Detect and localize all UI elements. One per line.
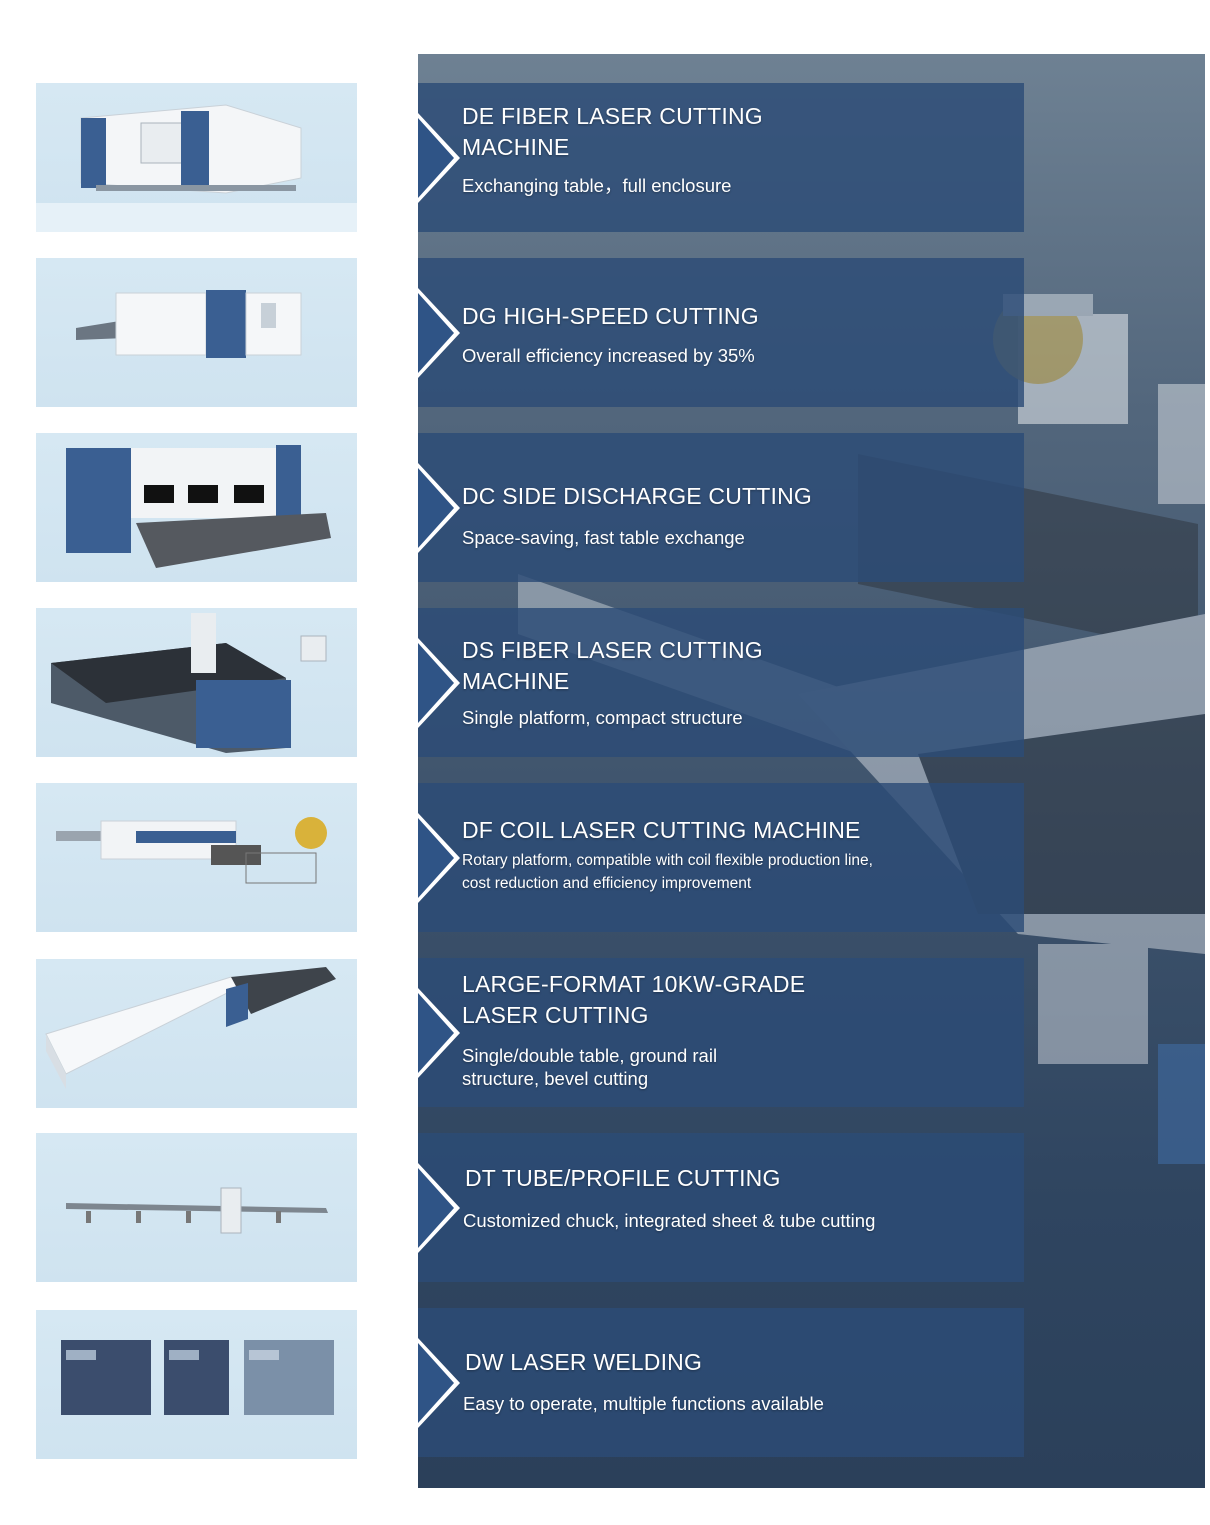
chevron-right-icon	[410, 463, 460, 553]
product-description: Single/double table, ground rail structu…	[462, 1045, 718, 1089]
product-title: DG HIGH-SPEED CUTTING	[462, 303, 759, 329]
product-card-dc: DC SIDE DISCHARGE CUTTING Space-saving, …	[410, 433, 1024, 582]
product-description: Single platform, compact structure	[462, 707, 743, 728]
product-title: DS FIBER LASER CUTTING MACHINE	[462, 637, 763, 694]
product-card-de: DE FIBER LASER CUTTING MACHINE Exchangin…	[410, 83, 1024, 232]
product-card-dw: DW LASER WELDING Easy to operate, multip…	[410, 1308, 1024, 1457]
product-card-large-format: LARGE-FORMAT 10KW-GRADE LASER CUTTING Si…	[410, 958, 1024, 1107]
product-title: DE FIBER LASER CUTTING MACHINE	[462, 103, 763, 160]
product-description: Easy to operate, multiple functions avai…	[463, 1393, 824, 1414]
product-image-dg-high-speed	[36, 258, 357, 407]
chevron-right-icon	[410, 1338, 460, 1428]
product-title: LARGE-FORMAT 10KW-GRADE LASER CUTTING	[462, 971, 806, 1028]
product-description: Space-saving, fast table exchange	[462, 527, 745, 548]
product-image-dw-laser-welding	[36, 1310, 357, 1459]
chevron-right-icon	[410, 638, 460, 728]
chevron-right-icon	[410, 813, 460, 903]
product-card-df: DF COIL LASER CUTTING MACHINE Rotary pla…	[410, 783, 1024, 932]
product-card-ds: DS FIBER LASER CUTTING MACHINE Single pl…	[410, 608, 1024, 757]
chevron-right-icon	[410, 1163, 460, 1253]
product-description: Overall efficiency increased by 35%	[462, 345, 755, 366]
product-image-dt-tube-profile	[36, 1133, 357, 1282]
product-image-df-coil-laser	[36, 783, 357, 932]
product-title: DW LASER WELDING	[465, 1349, 703, 1375]
product-image-large-format-10kw	[36, 959, 357, 1108]
product-title: DF COIL LASER CUTTING MACHINE	[462, 817, 861, 843]
product-description: Customized chuck, integrated sheet & tub…	[463, 1210, 876, 1231]
product-image-ds-fiber-laser	[36, 608, 357, 757]
chevron-right-icon	[410, 288, 460, 378]
product-image-dc-side-discharge	[36, 433, 357, 582]
product-title: DT TUBE/PROFILE CUTTING	[465, 1165, 781, 1191]
product-card-dt: DT TUBE/PROFILE CUTTING Customized chuck…	[410, 1133, 1024, 1282]
product-title: DC SIDE DISCHARGE CUTTING	[462, 483, 813, 509]
chevron-right-icon	[410, 113, 460, 203]
product-description: Rotary platform, compatible with coil fl…	[462, 852, 873, 892]
chevron-right-icon	[410, 988, 460, 1078]
product-description: Exchanging table，full enclosure	[462, 175, 732, 196]
product-image-de-fiber-laser	[36, 83, 357, 232]
product-card-dg: DG HIGH-SPEED CUTTING Overall efficiency…	[410, 258, 1024, 407]
